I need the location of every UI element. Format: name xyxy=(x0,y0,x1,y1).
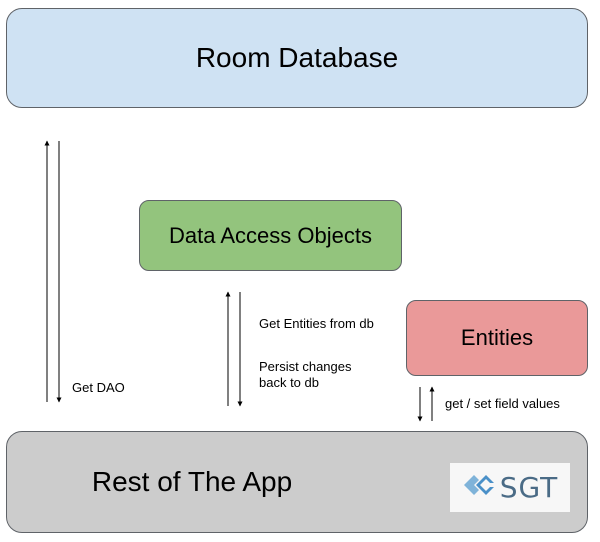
get-set-fields-label: get / set field values xyxy=(445,396,560,411)
room-database-label: Room Database xyxy=(195,42,399,73)
persist-changes-label: Persist changes xyxy=(259,359,352,374)
entities-label: Entities xyxy=(460,325,534,350)
sgt-diamond-icon xyxy=(462,470,496,505)
rest-of-app-label: Rest of The App xyxy=(91,466,293,497)
get-dao-label: Get DAO xyxy=(72,380,125,395)
entities-box: Entities xyxy=(406,300,588,376)
data-access-objects-box: Data Access Objects xyxy=(139,200,402,271)
get-entities-label: Get Entities from db xyxy=(259,316,374,331)
persist-back-label: back to db xyxy=(259,375,319,390)
room-database-box: Room Database xyxy=(6,8,588,108)
sgt-logo: SGT xyxy=(450,463,570,512)
sgt-logo-text: SGT xyxy=(499,471,559,504)
data-access-objects-label: Data Access Objects xyxy=(169,222,372,248)
